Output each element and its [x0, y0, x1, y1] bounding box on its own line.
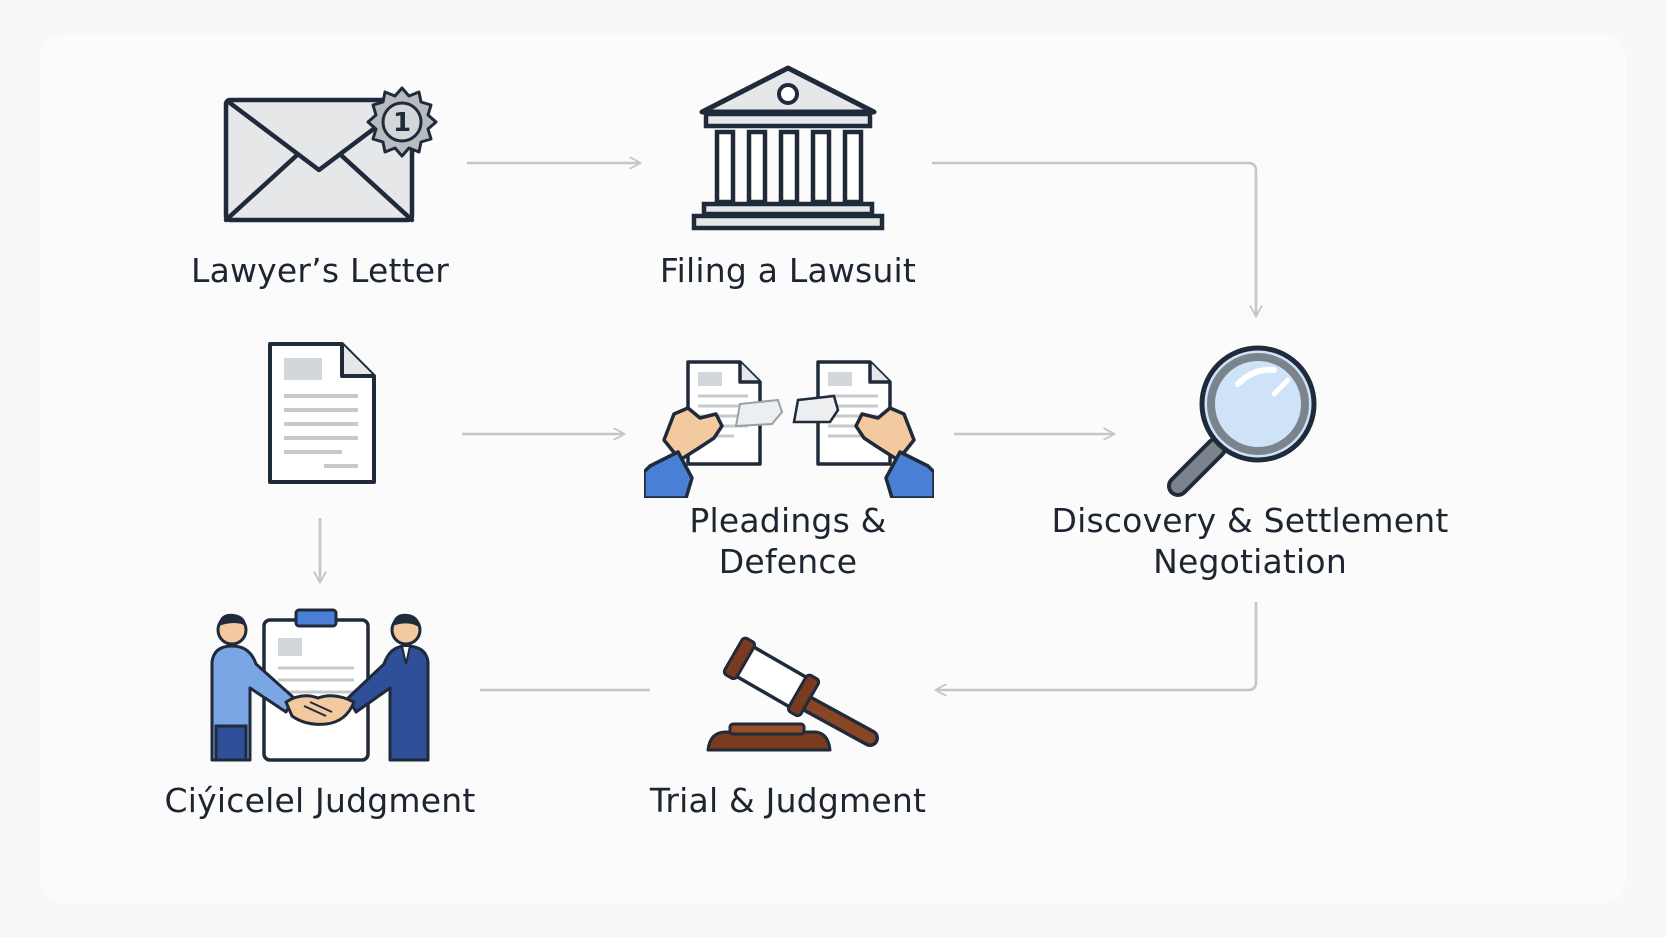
seal-number: 1: [393, 108, 411, 138]
flow-connectors: [313, 156, 1263, 697]
magnifying-glass-icon: [1167, 345, 1317, 497]
label-pleadings-defence: Pleadings & Defence: [689, 501, 887, 581]
handshake-agreement-icon: [210, 608, 430, 762]
label-discovery-settlement: Discovery & Settlement Negotiation: [1051, 501, 1449, 581]
label-lawyers-letter: Lawyer’s Letter: [190, 251, 450, 290]
label-trial-judgment: Trial & Judgment: [649, 781, 927, 820]
label-filing-lawsuit: Filing a Lawsuit: [659, 251, 917, 290]
process-diagram: 1: [40, 34, 1626, 903]
courthouse-icon: [691, 65, 885, 231]
label-civil-judgment: Ciýicelel Judgment: [164, 781, 476, 820]
connector-discovery-to-trial: [934, 602, 1258, 697]
envelope-with-seal-icon: 1: [223, 86, 438, 223]
connector-filing-to-discovery: [932, 161, 1263, 318]
gavel-icon: [706, 636, 879, 752]
document-icon: [268, 342, 376, 484]
exchanging-documents-icon: [644, 360, 934, 498]
